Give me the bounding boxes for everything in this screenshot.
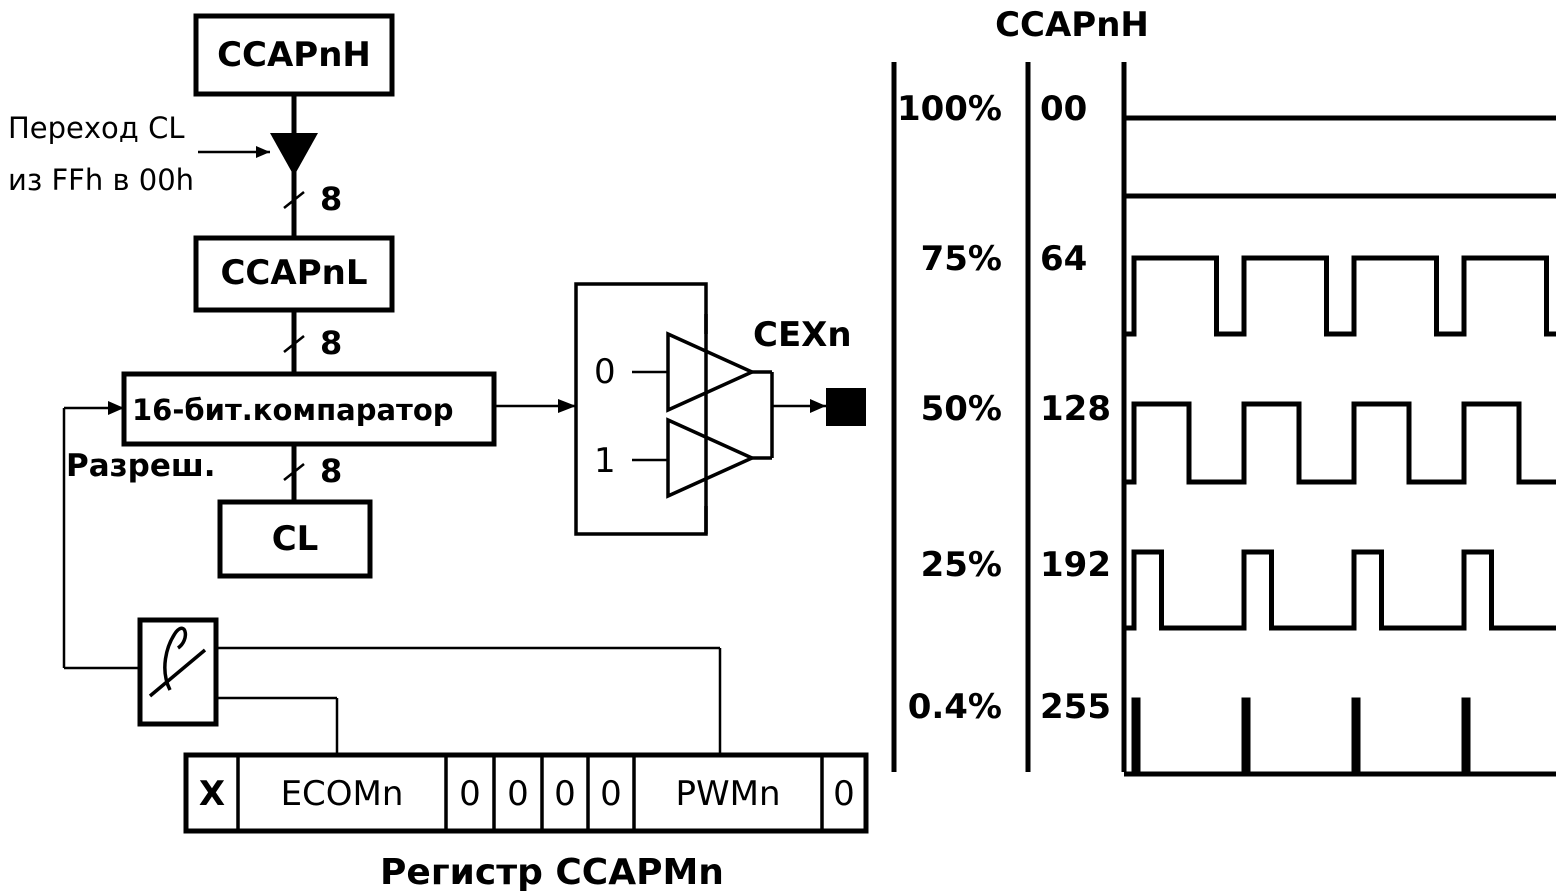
bus-width-3: 8 — [320, 452, 342, 490]
transition-note-line2: из FFh в 00h — [8, 163, 194, 197]
register-cell: ECOMn — [281, 774, 404, 814]
register-ccapmn: X ECOMn 0 0 0 0 PWMn 0 — [183, 752, 869, 834]
latch-triangle-icon — [270, 133, 318, 176]
register-cell: 0 — [459, 774, 481, 814]
duty-label: 0.4% — [908, 687, 1002, 727]
ccapnh-value-label: 192 — [1040, 545, 1111, 585]
pwm-waveform — [1124, 549, 1556, 631]
pwm-waveform — [1124, 255, 1556, 337]
duty-label: 100% — [897, 89, 1002, 129]
register-caption: Регистр CCAPMn — [380, 852, 724, 891]
mux-input-0: 0 — [594, 352, 616, 392]
enable-label: Разреш. — [66, 448, 216, 484]
ccapnh-value-label: 00 — [1040, 89, 1087, 129]
ccapnl-label: CCAPnL — [220, 253, 367, 293]
pwm-waveform — [1124, 697, 1556, 777]
ccapnh-value-label: 64 — [1040, 239, 1087, 279]
mux-input-1: 1 — [594, 441, 616, 481]
bus-width-2: 8 — [320, 324, 342, 362]
waveform-panel: CCAPnH 100% 00 75% 64 50% 128 25% 192 0.4% 255 — [891, 5, 1556, 777]
ccapnh-value-label: 255 — [1040, 687, 1111, 727]
cl-block — [217, 499, 373, 579]
register-cell: PWMn — [675, 774, 780, 814]
pwm-waveform — [1124, 401, 1556, 485]
duty-label: 25% — [921, 545, 1002, 585]
bus-slash — [283, 191, 305, 209]
buffer-0-icon — [666, 331, 757, 413]
output-pin-label: CEXn — [753, 315, 852, 355]
buffer-1-icon — [666, 417, 757, 499]
transition-note-line1: Переход CL — [8, 111, 184, 145]
output-pin-icon — [826, 388, 866, 426]
register-cell: 0 — [507, 774, 529, 814]
bus-slash — [283, 335, 305, 353]
block-diagram: CCAPnH Переход CL из FFh в 00h 8 CCAPnL … — [8, 13, 869, 891]
ccapnh-label: CCAPnH — [217, 35, 371, 75]
cl-label: CL — [272, 519, 319, 559]
and-gate-symbol-icon — [148, 626, 207, 698]
waveform-column-header: CCAPnH — [995, 5, 1149, 45]
ccapnh-value-label: 128 — [1040, 389, 1111, 429]
register-cell: X — [199, 774, 225, 814]
register-cell: 0 — [600, 774, 622, 814]
and-gate-block — [137, 617, 219, 727]
bus-slash — [283, 463, 305, 481]
register-cell: 0 — [833, 774, 855, 814]
register-cell: 0 — [554, 774, 576, 814]
duty-label: 50% — [921, 389, 1002, 429]
bus-width-1: 8 — [320, 180, 342, 218]
comparator-label: 16-бит.компаратор — [132, 393, 454, 427]
duty-label: 75% — [921, 239, 1002, 279]
mux-block — [574, 282, 708, 536]
